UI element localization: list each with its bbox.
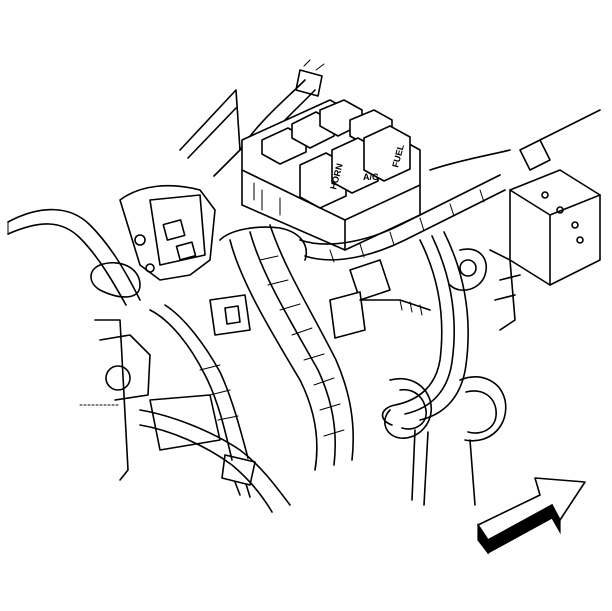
left-bracket xyxy=(119,184,216,281)
relay-label-ac: A/C xyxy=(363,172,379,182)
center-connectors xyxy=(209,259,431,339)
relay-row-back xyxy=(261,99,393,165)
brake-module xyxy=(449,109,601,331)
left-post xyxy=(79,319,221,481)
brake-lines xyxy=(381,231,507,506)
main-harness xyxy=(219,149,511,471)
body-panel-upper-left xyxy=(179,89,241,177)
arrow-right-up-icon xyxy=(477,477,586,555)
relay-center: HORN A/C FUEL xyxy=(241,99,421,251)
lower-left-harness xyxy=(139,304,291,513)
left-cable xyxy=(7,208,141,306)
relay-row-front xyxy=(299,125,411,209)
